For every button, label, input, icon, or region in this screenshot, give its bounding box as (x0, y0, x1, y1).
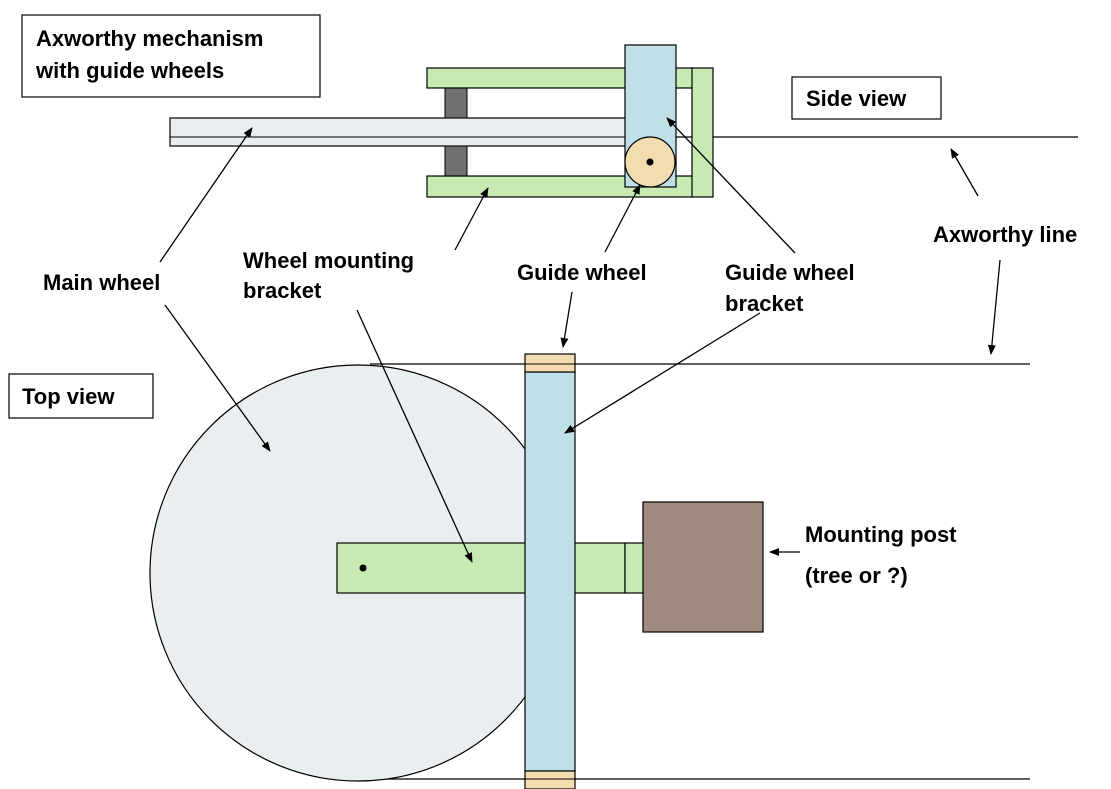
side-view-box: Side view (791, 76, 942, 120)
side-view-label: Side view (806, 86, 907, 111)
axworthy-line-label: Axworthy line (933, 222, 1077, 247)
top-guide-wheel-upper (524, 353, 576, 373)
title-box: Axworthy mechanism with guide wheels (21, 14, 321, 98)
side-view (169, 44, 1078, 198)
top-bracket-end (624, 542, 645, 594)
guide-wheel-bracket-label-2: bracket (725, 291, 804, 316)
top-mounting-post (642, 501, 764, 633)
mounting-post-label-1: Mounting post (805, 522, 957, 547)
guide-wheel-label: Guide wheel (517, 260, 647, 285)
arrow-main-wheel-top (164, 304, 271, 452)
main-wheel-label: Main wheel (43, 270, 160, 295)
top-view (149, 353, 1030, 789)
side-spacer-bottom (444, 145, 468, 177)
arrow-guide-wheel-top (560, 291, 573, 348)
arrow-axworthy-line-side (950, 148, 979, 197)
wheel-mounting-bracket-label-2: bracket (243, 278, 322, 303)
title-line-1: Axworthy mechanism (36, 26, 263, 51)
arrow-main-wheel-side (159, 127, 253, 263)
arrow-guide-bracket-side (666, 117, 796, 254)
arrow-axworthy-line-top (987, 259, 1001, 355)
top-guide-wheel-lower (524, 770, 576, 789)
top-view-box: Top view (8, 373, 154, 419)
side-spacer-top (444, 87, 468, 119)
wheel-mounting-bracket-label-1: Wheel mounting (243, 248, 414, 273)
guide-wheel-bracket-label-1: Guide wheel (725, 260, 855, 285)
mounting-post-label-2: (tree or ?) (805, 563, 908, 588)
top-view-label: Top view (22, 384, 115, 409)
arrow-bracket-top (356, 309, 473, 563)
title-line-2: with guide wheels (35, 58, 224, 83)
side-bracket-vertical (691, 67, 714, 198)
top-wheel-mounting-bracket (336, 542, 626, 594)
top-main-wheel-axle (359, 564, 367, 572)
arrow-bracket-side (454, 187, 489, 251)
callout-arrows (159, 117, 1001, 563)
side-guide-wheel-axle (646, 158, 654, 166)
arrow-guide-wheel-side (604, 184, 641, 253)
top-guide-wheel-bracket (524, 371, 576, 772)
arrow-guide-bracket-top (564, 312, 761, 434)
